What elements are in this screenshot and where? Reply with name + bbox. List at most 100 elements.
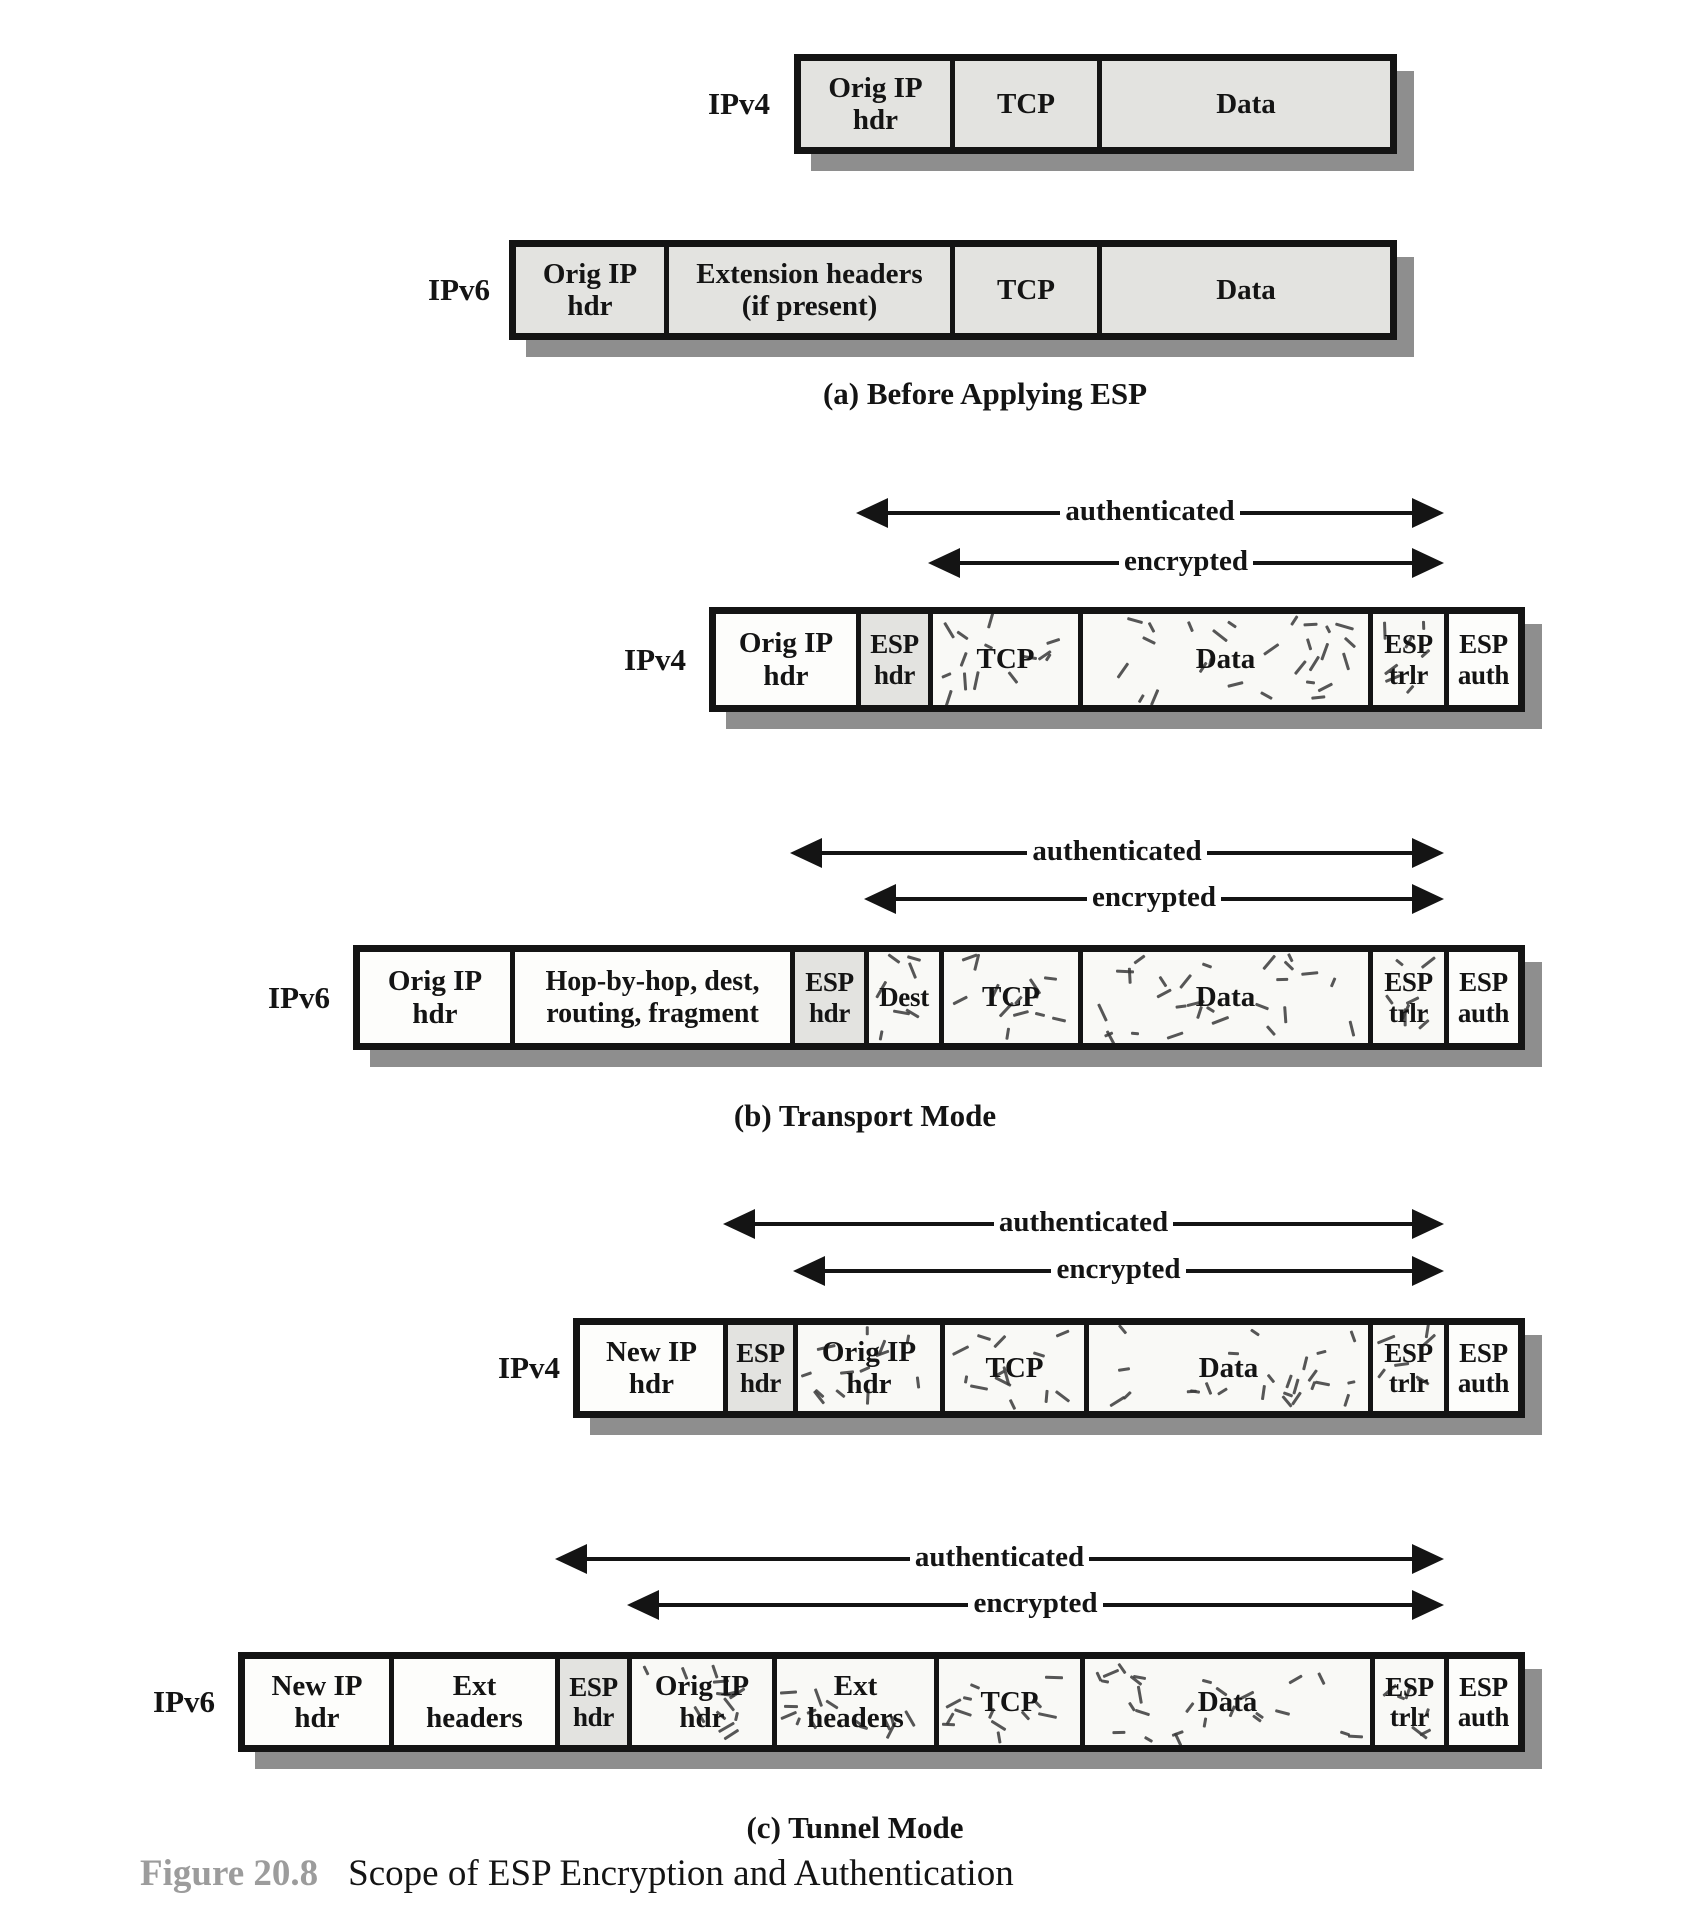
speckle-mark — [956, 630, 969, 641]
speckle-mark — [1350, 1330, 1358, 1343]
row-label-a-ipv4: IPv4 — [708, 86, 770, 121]
packet-field-tcp: TCP — [934, 1659, 1080, 1745]
arrow-label-encrypted: encrypted — [973, 1586, 1098, 1619]
speckle-mark — [1342, 652, 1351, 671]
speckle-mark — [1150, 689, 1160, 705]
speckle-mark — [906, 954, 921, 962]
arrow-label-authenticated: authenticated — [1065, 494, 1235, 527]
speckle-mark — [780, 1711, 798, 1721]
speckle-mark — [1315, 1380, 1331, 1387]
speckle-mark — [1116, 662, 1130, 679]
authenticated-scope-arrow: authenticated — [723, 1207, 1445, 1241]
authenticated-scope-arrow: authenticated — [555, 1542, 1445, 1576]
speckle-mark — [993, 1334, 1007, 1349]
speckle-mark — [1310, 1381, 1317, 1391]
figure-title: Scope of ESP Encryption and Authenticati… — [348, 1853, 1014, 1894]
speckle-mark — [1118, 1325, 1128, 1336]
speckle-mark — [1317, 1672, 1326, 1686]
speckle-mark — [779, 1690, 797, 1696]
speckle-mark — [1112, 1730, 1126, 1734]
speckle-mark — [1054, 1389, 1071, 1403]
speckle-mark — [1189, 1389, 1201, 1394]
speckle-mark — [940, 672, 952, 680]
speckle-mark — [1265, 1024, 1276, 1036]
caption-tunnel-mode: (c) Tunnel Mode — [746, 1810, 964, 1845]
speckle-mark — [1097, 1003, 1109, 1022]
speckle-mark — [1315, 1349, 1327, 1355]
speckle-mark — [795, 1716, 802, 1726]
speckle-mark — [887, 953, 900, 964]
right-arrowhead-icon — [1412, 1209, 1445, 1239]
right-arrowhead-icon — [1412, 1590, 1444, 1620]
speckle-mark — [990, 1719, 1007, 1732]
speckle-mark — [1305, 638, 1313, 651]
speckle-mark — [1043, 976, 1057, 982]
left-arrowhead-icon — [928, 548, 960, 578]
packet-row-c-ipv6: New IP hdr Ext headers ESP hdr Orig IP h… — [238, 1652, 1525, 1752]
speckle-mark — [783, 1704, 798, 1708]
packet-field-data: Data — [1097, 247, 1390, 333]
arrow-label-encrypted: encrypted — [1123, 544, 1249, 577]
encrypted-scope-arrow: encrypted — [864, 882, 1444, 916]
packet-field-new-ip-hdr: New IP hdr — [245, 1659, 389, 1745]
speckle-mark — [1300, 971, 1319, 976]
speckle-mark — [1147, 621, 1156, 633]
speckle-mark — [1283, 960, 1294, 971]
row-label-a-ipv6: IPv6 — [428, 272, 490, 307]
speckle-mark — [959, 651, 968, 667]
speckle-mark — [1294, 659, 1308, 675]
packet-field-tcp: TCP — [939, 952, 1078, 1043]
packet-field-esp-auth: ESP auth — [1444, 1325, 1518, 1411]
packet-field-hop-by-hop: Hop-by-hop, dest, routing, fragment — [510, 952, 790, 1043]
speckle-mark — [976, 1333, 991, 1341]
packet-field-esp-trlr: ESP trlr — [1370, 1659, 1444, 1745]
packet-field-esp-hdr: ESP hdr — [555, 1659, 627, 1745]
speckle-mark — [1348, 1020, 1355, 1037]
speckle-mark — [1290, 614, 1300, 626]
right-arrowhead-icon — [1412, 838, 1445, 868]
speckle-mark — [1287, 952, 1294, 962]
speckle-mark — [1201, 961, 1212, 969]
speckle-mark — [1395, 958, 1404, 967]
packet-field-tcp: TCP — [928, 614, 1078, 705]
speckle-mark — [951, 995, 968, 1006]
packet-field-extension-headers: Extension headers (if present) — [664, 247, 950, 333]
speckle-mark — [1052, 1016, 1067, 1023]
packet-field-ext-headers: Ext headers — [389, 1659, 555, 1745]
speckle-mark — [1186, 621, 1194, 633]
speckle-mark — [1274, 1708, 1291, 1716]
speckle-mark — [1044, 1389, 1049, 1404]
packet-field-esp-auth: ESP auth — [1444, 952, 1518, 1043]
speckle-mark — [1329, 976, 1337, 988]
packet-field-orig-ip-hdr: Orig IP hdr — [516, 247, 664, 333]
authenticated-scope-arrow: authenticated — [790, 836, 1445, 870]
speckle-mark — [1261, 1384, 1267, 1400]
row-label-c-ipv6: IPv6 — [153, 1684, 215, 1719]
row-label-c-ipv4: IPv4 — [498, 1350, 560, 1385]
speckle-mark — [986, 614, 995, 629]
speckle-mark — [969, 1384, 988, 1391]
left-arrowhead-icon — [723, 1209, 755, 1239]
packet-field-orig-ip-hdr: Orig IP hdr — [801, 61, 950, 147]
speckle-mark — [1301, 1356, 1309, 1372]
right-arrowhead-icon — [1412, 548, 1444, 578]
speckle-mark — [1227, 620, 1238, 629]
speckle-mark — [1282, 1006, 1287, 1024]
speckle-mark — [1344, 636, 1357, 649]
packet-field-esp-auth: ESP auth — [1444, 1659, 1518, 1745]
speckle-mark — [1311, 695, 1326, 700]
speckle-mark — [1285, 1374, 1293, 1389]
speckle-mark — [1317, 682, 1334, 693]
speckle-mark — [1343, 1393, 1351, 1407]
speckle-mark — [944, 1697, 962, 1709]
speckle-mark — [1156, 988, 1173, 999]
packet-field-orig-ip-hdr: Orig IP hdr — [716, 614, 856, 705]
speckle-mark — [1133, 954, 1146, 965]
left-arrowhead-icon — [793, 1256, 825, 1286]
speckle-mark — [964, 1374, 969, 1384]
speckle-mark — [1166, 1031, 1184, 1040]
packet-row-a-ipv6: Orig IP hdr Extension headers (if presen… — [509, 240, 1397, 340]
packet-field-data: Data — [1078, 614, 1368, 705]
caption-transport-mode: (b) Transport Mode — [733, 1098, 997, 1133]
packet-field-esp-hdr: ESP hdr — [723, 1325, 793, 1411]
